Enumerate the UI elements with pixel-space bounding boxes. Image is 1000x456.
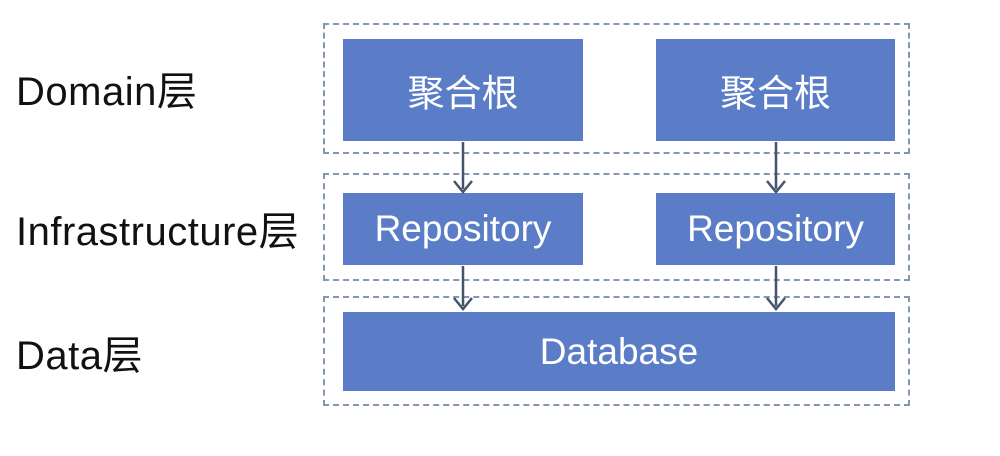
- repository-box-right: Repository: [656, 193, 895, 265]
- layer-label-infrastructure: Infrastructure层: [16, 210, 300, 254]
- aggregate-root-box-left: 聚合根: [343, 39, 583, 141]
- data-layer-container: [323, 296, 910, 406]
- layer-label-data: Data层: [16, 334, 143, 378]
- database-box: Database: [343, 312, 895, 391]
- repository-box-left: Repository: [343, 193, 583, 265]
- domain-layer-container: [323, 23, 910, 154]
- aggregate-root-box-right: 聚合根: [656, 39, 895, 141]
- layer-label-domain: Domain层: [16, 70, 198, 114]
- infrastructure-layer-container: [323, 173, 910, 281]
